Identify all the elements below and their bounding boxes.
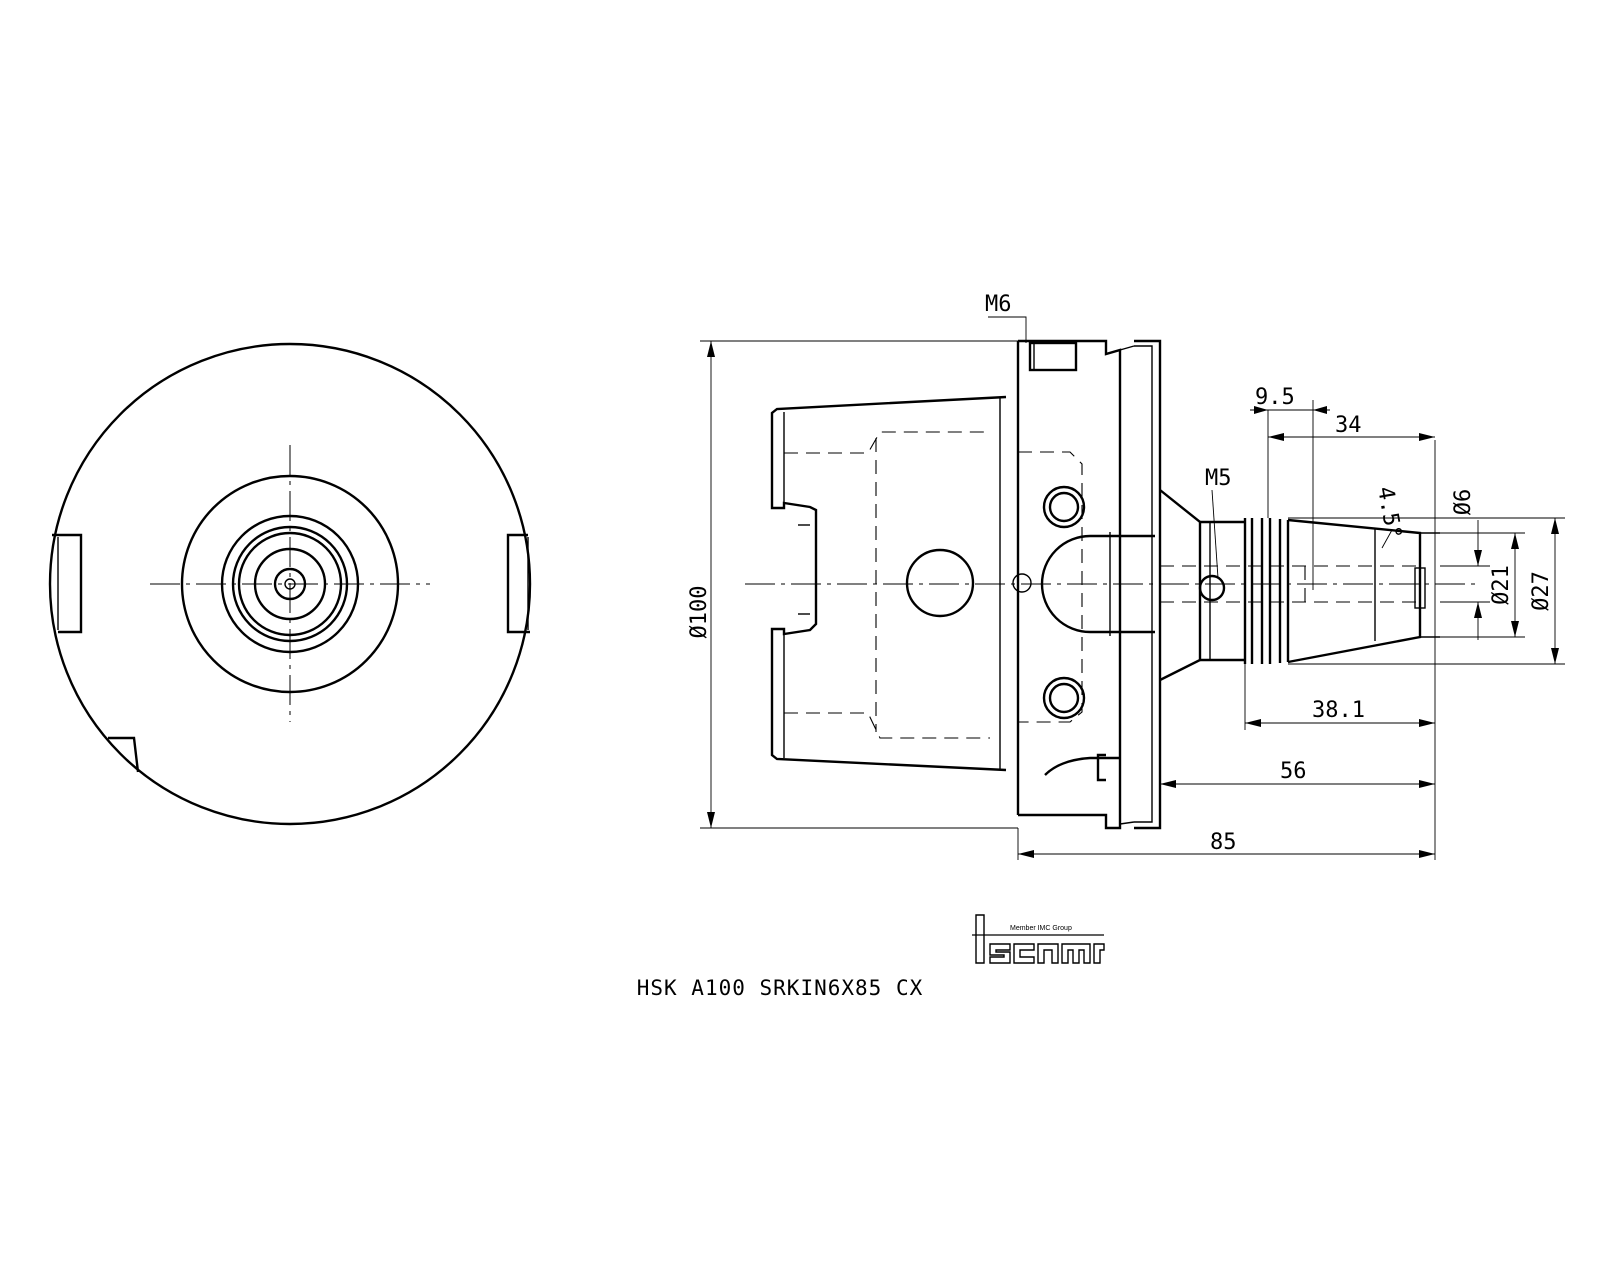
dim-diameter-6: Ø6 <box>1451 489 1476 516</box>
logo-wordmark <box>975 914 1105 964</box>
end-view <box>48 342 532 826</box>
dim-diameter-27: Ø27 <box>1529 571 1554 611</box>
iscar-logo: Member IMC Group <box>972 914 1105 964</box>
dim-85: 85 <box>1210 830 1237 855</box>
dim-38-1: 38.1 <box>1312 698 1365 723</box>
hsk-taper-shank <box>770 395 1007 772</box>
dim-m6: M6 <box>985 292 1012 317</box>
part-designation: HSK A100 SRKIN6X85 CX <box>636 976 924 1000</box>
dim-diameter-21: Ø21 <box>1489 565 1514 605</box>
drive-slot-right <box>506 533 530 634</box>
dim-9-5: 9.5 <box>1255 385 1295 410</box>
collet-nose <box>1159 489 1440 682</box>
dim-diameter-100: Ø100 <box>687 586 712 639</box>
drive-slot-left <box>52 533 83 634</box>
side-view <box>745 339 1480 830</box>
dim-56: 56 <box>1280 759 1307 784</box>
dim-m5: M5 <box>1205 466 1232 491</box>
dim-taper-angle: 4.5° <box>1372 485 1406 542</box>
flange <box>1012 339 1162 830</box>
dim-34: 34 <box>1335 413 1362 438</box>
dimension-lines <box>700 316 1565 860</box>
logo-tagline: Member IMC Group <box>1010 925 1072 932</box>
thread-rings <box>1243 518 1290 664</box>
